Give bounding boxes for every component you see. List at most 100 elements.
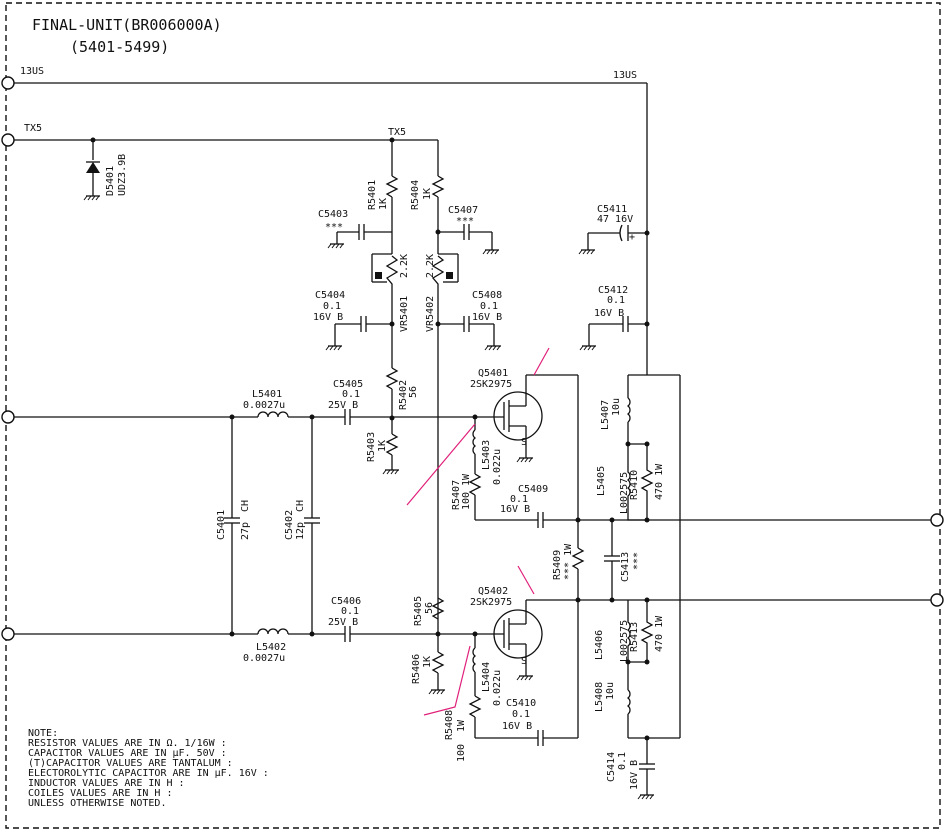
c5413-value: ***	[632, 552, 643, 570]
vr5401-value: 2.2K	[399, 254, 410, 278]
r5403-ref: R5403	[366, 432, 377, 462]
resistor-r5409: R5409 *** 1W	[552, 520, 585, 600]
vr5401-ref: VR5401	[399, 296, 410, 332]
vr5402-value: 2.2K	[425, 254, 436, 278]
r5401-ref: R5401	[367, 180, 378, 210]
r5410-value: 470 1W	[654, 463, 665, 500]
r5406-ref: R5406	[411, 654, 422, 684]
c5405-ref: C5405	[333, 379, 363, 390]
r5404-ref: R5404	[410, 180, 421, 210]
inductor-l5404: L5404 0.022u	[472, 634, 503, 706]
resistor-r5405: R5405 56	[413, 596, 445, 626]
terminal-tx5	[1, 133, 15, 147]
r5407-rating: 1W	[461, 473, 472, 486]
terminal-output-lower	[930, 593, 944, 607]
r5405-ref: R5405	[413, 596, 424, 626]
r5408-rating: 1W	[456, 719, 467, 732]
zener-diode-d5401: D5401 UDZ3.9B	[83, 140, 128, 201]
rf-input-upper	[1, 409, 478, 425]
net-13us: 13US 13US	[1, 66, 648, 375]
c5407-ref: C5407	[448, 205, 478, 216]
r5408-value: 100	[456, 744, 467, 762]
r5403-value: 1K	[377, 440, 388, 452]
c5412-value: 0.1	[607, 295, 625, 306]
c5402-ref: C5402	[284, 510, 295, 540]
c5409-value: 0.1	[510, 494, 528, 505]
capacitor-c5403: C5403 ***	[318, 209, 392, 249]
c5414-rating: 16V B	[629, 760, 640, 790]
l5403-value: 0.022u	[492, 449, 503, 485]
c5413-ref: C5413	[620, 552, 631, 582]
note-line: CAPACITOR VALUES ARE IN μF. 50V :	[28, 748, 227, 759]
c5405-rating: 25V B	[328, 400, 358, 411]
net-tx5: TX5 TX5	[1, 123, 438, 147]
q5402-source-pin: S	[521, 656, 527, 667]
d5401-value: UDZ3.9B	[117, 154, 128, 196]
capacitor-c5401: C5401 27p CH	[216, 417, 251, 634]
c5412-rating: 16V B	[594, 308, 624, 319]
q5401-ref: Q5401	[478, 368, 508, 379]
c5408-rating: 16V B	[472, 312, 502, 323]
note-line: RESISTOR VALUES ARE IN Ω. 1/16W :	[28, 738, 227, 749]
c5407-value: ***	[456, 216, 474, 227]
r5410-ref: R5410	[629, 470, 640, 500]
resistor-r5403: R5403 1K	[366, 418, 400, 475]
r5407-value: 100	[461, 492, 472, 510]
note-line: COILES VALUES ARE IN H :	[28, 788, 173, 799]
net-label-tx5-mid: TX5	[388, 127, 406, 138]
r5401-value: 1K	[378, 198, 389, 210]
notes-block: NOTE: RESISTOR VALUES ARE IN Ω. 1/16W : …	[28, 728, 269, 809]
r5409-ref: R5409	[552, 550, 563, 580]
unit-subtitle: (5401-5499)	[70, 38, 169, 56]
c5403-value: ***	[325, 222, 343, 233]
net-label-13us-right: 13US	[613, 70, 637, 81]
capacitor-c5410: C5410 0.1 16V B	[475, 600, 579, 746]
note-line: UNLESS OTHERWISE NOTED.	[28, 798, 166, 809]
r5413-ref: R5413	[629, 622, 640, 652]
terminal-output-upper	[930, 513, 944, 527]
capacitor-c5402: C5402 12p CH	[284, 417, 320, 634]
r5402-value: 56	[408, 386, 419, 398]
c5411-plus-sign: +	[629, 232, 635, 243]
c5412-ref: C5412	[598, 285, 628, 296]
c5411-value: 47 16V	[597, 214, 633, 225]
q5402-ref: Q5402	[478, 586, 508, 597]
q5401-value: 2SK2975	[470, 379, 512, 390]
l5403-ref: L5403	[481, 440, 492, 470]
resistor-r5407: R5407 100 1W	[451, 473, 482, 520]
r5405-value: 56	[424, 602, 435, 614]
note-line: ELECTOROLYTIC CAPACITOR ARE IN μF. 16V :	[28, 768, 269, 779]
c5406-rating: 25V B	[328, 617, 358, 628]
net-label-13us-left: 13US	[20, 66, 44, 77]
resistor-r5406: R5406 1K	[411, 634, 446, 695]
capacitor-c5409: C5409 0.1 16V B	[475, 484, 935, 528]
l5404-ref: L5404	[481, 662, 492, 692]
c5410-rating: 16V B	[502, 721, 532, 732]
resistor-r5404: R5404 1K	[410, 140, 445, 254]
trimmer-vr5402: VR5402 2.2K	[425, 253, 459, 636]
r5408-ref: R5408	[444, 710, 455, 740]
c5402-rating: CH	[295, 500, 306, 512]
d5401-ref: D5401	[105, 166, 116, 196]
note-line: (T)CAPACITOR VALUES ARE TANTALUM :	[28, 758, 233, 769]
capacitor-c5412: C5412 0.1 16V B	[579, 285, 650, 351]
c5401-value: 27p	[240, 522, 251, 540]
c5408-value: 0.1	[480, 301, 498, 312]
c5406-ref: C5406	[331, 596, 361, 607]
r5409-value: *** 1W	[563, 543, 574, 580]
l5406-ref: L5406	[594, 630, 605, 660]
capacitor-c5407: C5407 ***	[438, 205, 500, 255]
terminal-input-upper	[1, 410, 15, 424]
c5410-value: 0.1	[512, 709, 530, 720]
l5401-ref: L5401	[252, 389, 282, 400]
inductor-l5403: L5403 0.022u	[472, 417, 503, 485]
output-network-lower	[625, 600, 680, 800]
l5406-value: L002575	[619, 620, 630, 662]
mosfet-q5402: S Q5402 2SK2975	[470, 586, 935, 681]
c5411-ref: C5411	[597, 204, 627, 215]
r5413-value: 470 1W	[654, 615, 665, 652]
c5402-value: 12p	[295, 522, 306, 540]
capacitor-c5411: + C5411 47 16V	[578, 204, 650, 255]
resistor-r5408: R5408 100 1W	[444, 695, 482, 762]
l5408-value: 10u	[605, 682, 616, 700]
